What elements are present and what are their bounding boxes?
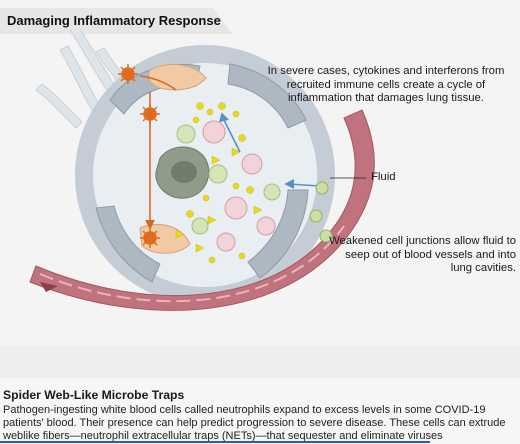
infection-arrows (139, 75, 177, 230)
lymphocytes (176, 124, 281, 235)
alveolus-diagram (29, 30, 375, 311)
damaged-cell (155, 146, 210, 199)
section-title: Spider Web-Like Microbe Traps (3, 388, 185, 402)
annotation-junctions: Weakened cell junctions allow fluid to s… (329, 235, 516, 274)
section-divider (0, 346, 520, 378)
annotation-inflammation: In severe cases, cytokines and interfero… (267, 65, 505, 104)
section-body: Pathogen-ingesting white blood cells cal… (3, 404, 506, 442)
epithelial-cells (95, 63, 309, 283)
tissue-strands (35, 30, 137, 129)
cytokines (175, 102, 263, 264)
fluid-arrows (219, 112, 321, 189)
panel-title: Damaging Inflammatory Response (7, 13, 221, 28)
text-panel (0, 378, 520, 444)
neutrophils (202, 120, 276, 252)
title-tab (0, 8, 232, 34)
link-underline[interactable] (0, 441, 430, 443)
blood-vessel (29, 109, 375, 311)
label-fluid: Fluid (371, 171, 396, 183)
fluid-leak (309, 181, 333, 243)
